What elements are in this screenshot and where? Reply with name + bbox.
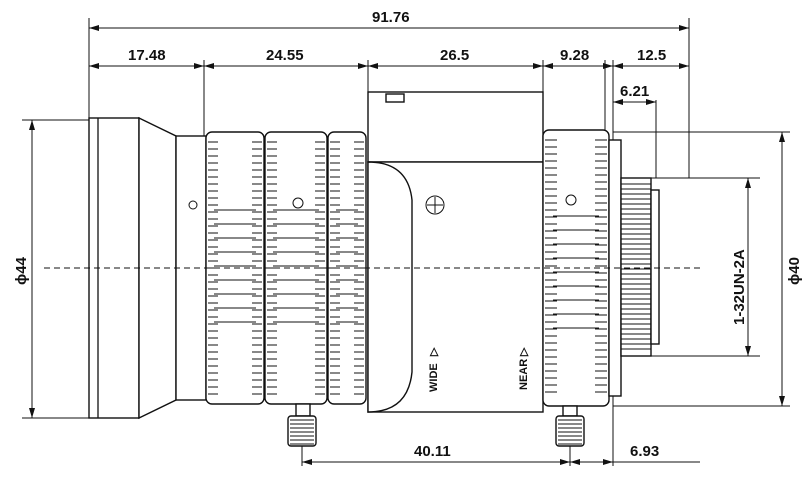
wide-label: WIDE [428, 363, 440, 392]
dim-front-diameter-label: ϕ44 [13, 256, 30, 285]
dim-front-label: 17.48 [128, 47, 166, 64]
near-label-group: NEAR ▷ [518, 347, 530, 390]
dim-rear-offset-label: 6.93 [630, 443, 659, 460]
focus-knurl-lines [545, 139, 607, 393]
wide-label-group: WIDE ▷ [428, 347, 440, 392]
front-hood [88, 116, 207, 420]
zoom-knurl-lines [208, 141, 364, 395]
dim-rear-diameter-label: ϕ40 [786, 257, 803, 285]
dim-zoom-label: 24.55 [266, 47, 304, 64]
wide-arrow-icon: ▷ [428, 347, 440, 357]
main-body [367, 91, 544, 413]
dim-overall: 91.76 [89, 9, 689, 31]
dim-mount-thread: 1-32UN-2A [650, 177, 760, 357]
dim-flange: 6.21 [613, 83, 656, 105]
dim-mount-thread-label: 1-32UN-2A [731, 249, 748, 325]
dim-segments: 17.48 24.55 26.5 9.28 12.5 [89, 47, 689, 69]
dim-screw-spacing-label: 40.11 [414, 443, 451, 460]
dim-body-label: 26.5 [440, 47, 469, 64]
dim-rear-diameter: ϕ40 [613, 131, 803, 407]
near-label: NEAR [518, 359, 530, 390]
dim-front-diameter: ϕ44 [13, 119, 89, 419]
dim-bottom: 40.11 6.93 [302, 443, 700, 465]
thread-lines [621, 183, 651, 350]
dim-overall-label: 91.76 [372, 9, 410, 26]
dim-flange-label: 6.21 [620, 83, 649, 100]
near-arrow-icon: ▷ [518, 347, 530, 357]
screw-knurl-lines [290, 419, 582, 445]
dim-rear-label: 12.5 [637, 47, 666, 64]
dim-focus-label: 9.28 [560, 47, 589, 64]
